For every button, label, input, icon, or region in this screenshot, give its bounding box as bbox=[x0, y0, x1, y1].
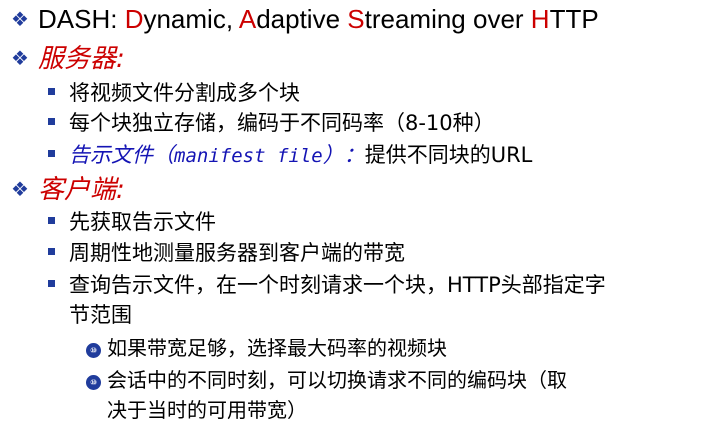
sub-list-item-text: 决于当时的可用带宽） bbox=[107, 398, 307, 422]
title-highlight-h: H bbox=[530, 4, 550, 34]
title-part: TTP bbox=[549, 4, 599, 34]
square-bullet-icon bbox=[48, 88, 55, 95]
client-heading: ❖ 客户端: bbox=[10, 173, 125, 206]
sub-list-item: ⑩ 如果带宽足够，选择最大码率的视频块 bbox=[86, 334, 447, 362]
square-bullet-icon bbox=[48, 280, 55, 287]
title-highlight-a: A bbox=[238, 4, 257, 34]
title-part: daptive bbox=[256, 4, 348, 34]
manifest-label-close: ）： bbox=[322, 143, 365, 167]
list-item-manifest: 告示文件（manifest file）：提供不同块的URL bbox=[48, 140, 532, 171]
list-item-text: 周期性地测量服务器到客户端的带宽 bbox=[69, 241, 405, 265]
manifest-term: manifest file bbox=[174, 145, 323, 167]
list-item-text: 将视频文件分割成多个块 bbox=[69, 81, 300, 105]
list-item: 周期性地测量服务器到客户端的带宽 bbox=[48, 238, 405, 268]
list-item: 将视频文件分割成多个块 bbox=[48, 78, 300, 108]
title-highlight-d: D bbox=[124, 4, 144, 34]
title-part: treaming over bbox=[364, 4, 531, 34]
square-bullet-icon bbox=[48, 248, 55, 255]
diamond-bullet-icon: ❖ bbox=[11, 177, 29, 201]
title-highlight-s: S bbox=[347, 4, 365, 34]
list-item: 每个块独立存储，编码于不同码率（8-10种） bbox=[48, 108, 495, 138]
title-part: DASH: bbox=[38, 4, 125, 34]
list-item: 先获取告示文件 bbox=[48, 207, 216, 237]
client-heading-text: 客户端: bbox=[38, 175, 125, 205]
title-part: ynamic, bbox=[143, 4, 239, 34]
sub-list-item-text: 会话中的不同时刻，可以切换请求不同的编码块（取 bbox=[107, 368, 567, 392]
server-heading: ❖ 服务器: bbox=[10, 42, 125, 75]
list-item: 查询告示文件，在一个时刻请求一个块，HTTP头部指定字 bbox=[48, 270, 606, 300]
server-heading-text: 服务器: bbox=[38, 44, 125, 74]
list-item-text: 查询告示文件，在一个时刻请求一个块，HTTP头部指定字 bbox=[69, 273, 606, 297]
manifest-label: 告示文件（ bbox=[69, 143, 174, 167]
list-item-continuation: 节范围 bbox=[69, 300, 132, 330]
diamond-bullet-icon: ❖ bbox=[11, 9, 29, 31]
manifest-description: 提供不同块的URL bbox=[364, 143, 533, 167]
circle-bullet-icon: ⑩ bbox=[86, 375, 101, 390]
circle-bullet-icon: ⑩ bbox=[86, 343, 101, 358]
sub-list-item: ⑩ 会话中的不同时刻，可以切换请求不同的编码块（取 bbox=[86, 366, 567, 394]
diamond-bullet-icon: ❖ bbox=[11, 46, 29, 70]
list-item-text: 先获取告示文件 bbox=[69, 210, 216, 234]
sub-list-item-continuation: 决于当时的可用带宽） bbox=[107, 396, 307, 424]
square-bullet-icon bbox=[48, 118, 55, 125]
list-item-text: 节范围 bbox=[69, 303, 132, 327]
square-bullet-icon bbox=[48, 150, 55, 157]
square-bullet-icon bbox=[48, 217, 55, 224]
sub-list-item-text: 如果带宽足够，选择最大码率的视频块 bbox=[107, 336, 447, 360]
slide-title: ❖DASH: Dynamic, Adaptive Streaming over … bbox=[10, 3, 599, 36]
list-item-text: 每个块独立存储，编码于不同码率（8-10种） bbox=[69, 111, 495, 135]
